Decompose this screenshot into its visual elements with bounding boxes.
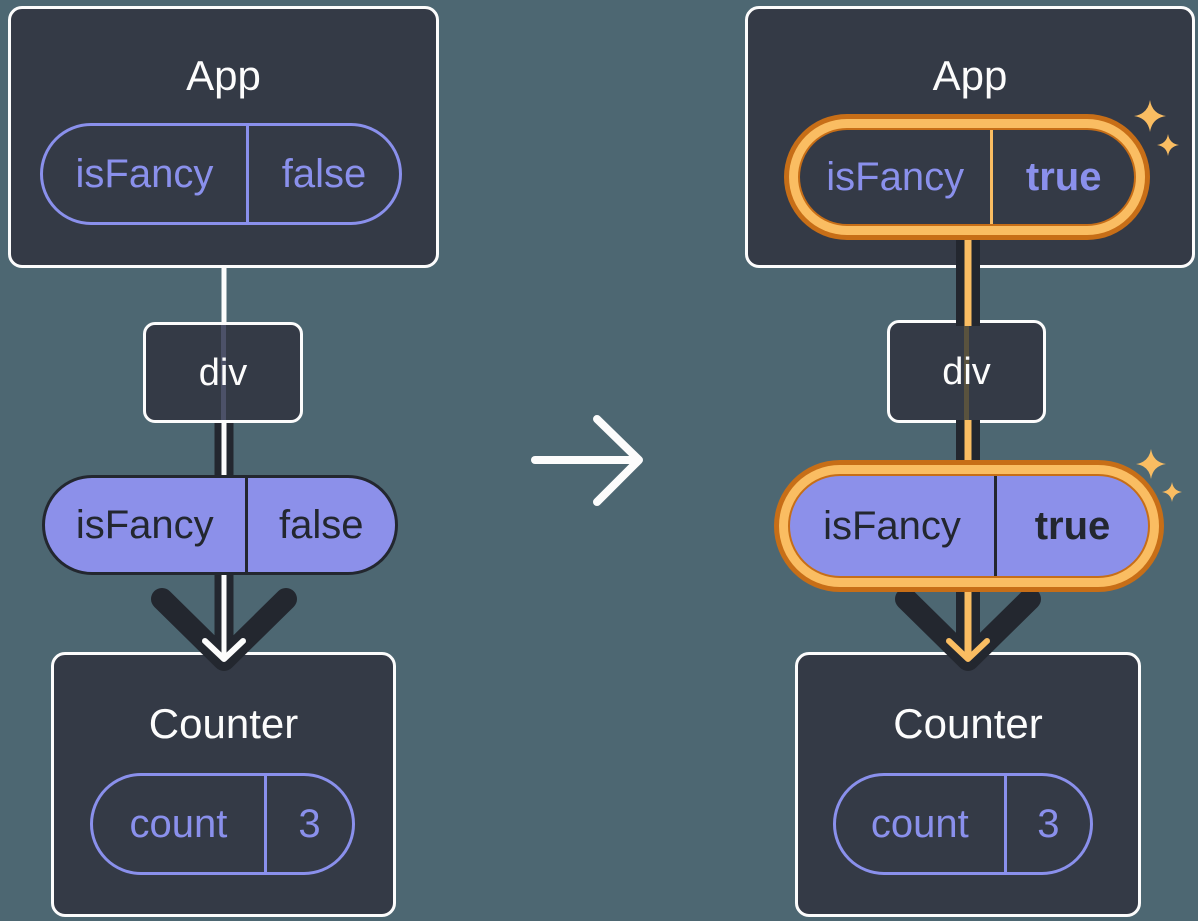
component-title: Counter (148, 700, 299, 747)
down-arrowhead-icon-after (895, 588, 1041, 671)
div-element-box-before: div (143, 322, 303, 423)
pill-divider (1003, 776, 1007, 872)
prop-name: isFancy (75, 503, 214, 547)
state-name: count (870, 802, 969, 846)
pill-divider (990, 130, 994, 224)
component-title: Counter (893, 700, 1043, 747)
prop-pill-app-before: isFancy false (40, 123, 402, 225)
prop-value: false (279, 503, 364, 547)
pill-divider (994, 476, 998, 576)
sparkle-icon (1136, 449, 1166, 479)
prop-value: true (1025, 155, 1102, 199)
passed-prop-pill-after: isFancy true (788, 474, 1150, 578)
prop-pill-app-after: isFancy true (798, 128, 1136, 226)
prop-value: false (281, 152, 367, 196)
transition-arrow-icon (531, 415, 643, 506)
down-arrowhead-icon-before (151, 588, 297, 671)
passed-prop-pill-before: isFancy false (42, 475, 398, 575)
sparkle-icon (1162, 482, 1182, 502)
prop-name: isFancy (826, 155, 965, 199)
state-name: count (129, 802, 228, 846)
component-title: App (932, 52, 1008, 99)
pill-divider (263, 776, 267, 872)
state-pill-counter-after: count 3 (833, 773, 1093, 875)
highlight-ring-app-after: isFancy true (789, 119, 1145, 235)
div-label: div (942, 350, 991, 393)
prop-value: true (1034, 504, 1111, 548)
prop-name: isFancy (823, 504, 961, 548)
state-value: 3 (1037, 802, 1060, 846)
highlight-ring-prop-after: isFancy true (779, 465, 1159, 587)
state-value: 3 (298, 802, 321, 846)
div-label: div (198, 351, 248, 394)
div-element-box-after: div (887, 320, 1046, 423)
prop-name: isFancy (75, 152, 214, 196)
state-pill-counter-before: count 3 (90, 773, 355, 875)
pill-divider (245, 126, 249, 222)
pill-divider (244, 478, 248, 572)
component-title: App (186, 52, 261, 99)
